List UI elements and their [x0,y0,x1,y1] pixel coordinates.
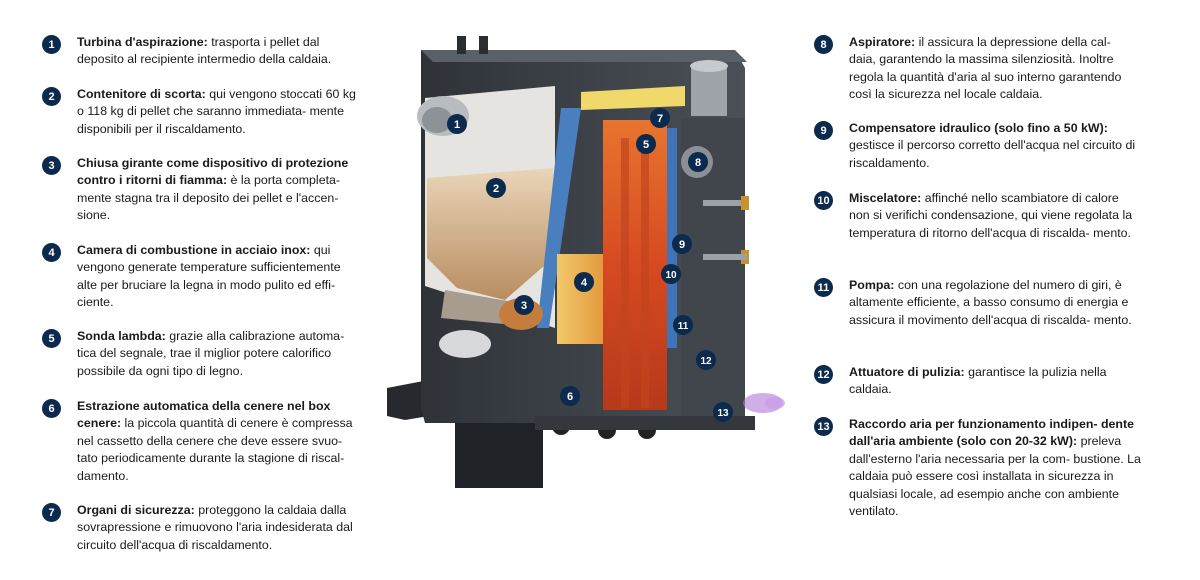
callout-9: 9 [672,234,692,254]
ignition-motor [439,330,491,358]
boiler-cutaway-illustration: 1 2 3 4 5 6 7 8 9 10 11 12 13 [387,36,785,488]
legend-number: 9 [814,121,833,140]
exhaust-pipe [691,66,727,116]
legend-title: Chiusa girante come dispositivo di prote… [77,156,349,188]
legend-number: 6 [42,399,61,418]
legend-title: Attuatore di pulizia: [849,365,965,379]
legend-title: Organi di sicurezza: [77,503,195,517]
suction-turbine-face [422,107,452,133]
callout-7: 7 [650,108,670,128]
svg-text:6: 6 [567,391,573,403]
svg-text:11: 11 [678,321,689,332]
svg-text:13: 13 [717,408,729,419]
legend-item: 1 Turbina d'aspirazione: trasporta i pel… [42,34,361,69]
chimney-stub [479,36,488,54]
svg-text:12: 12 [700,356,712,367]
heat-exchanger-pipe [641,138,649,408]
legend-item: 2 Contenitore di scorta: qui vengono sto… [42,86,361,138]
legend-item: 12 Attuatore di pulizia: garantisce la p… [814,364,1141,399]
svg-text:2: 2 [493,183,499,195]
legend-text: affinché nello scambiatore di calore non… [849,191,1133,240]
exchanger-blue-wall [667,128,677,348]
svg-text:1: 1 [454,119,460,131]
legend-item: 9 Compensatore idraulico (solo fino a 50… [814,120,1141,172]
callout-11: 11 [673,315,693,335]
legend-item: 5 Sonda lambda: grazie alla calibrazione… [42,328,361,380]
callout-10: 10 [661,264,681,284]
legend-item: 11 Pompa: con una regolazione del numero… [814,277,1141,329]
callout-4: 4 [574,272,594,292]
legend-number: 3 [42,156,61,175]
legend-text: è la porta completa- mente stagna tra il… [77,173,341,223]
legend-title: Pompa: [849,278,895,292]
legend-text: il assicura la depressione della cal- da… [849,35,1122,102]
callout-3: 3 [514,295,534,315]
legend-text: garantisce la pulizia nella caldaia. [849,365,1107,397]
legend-number: 10 [814,191,833,210]
legend-text: la piccola quantità di cenere è compress… [77,416,353,483]
legend-title: Camera di combustione in acciaio inox: [77,243,311,257]
legend-text: proteggono la caldaia dalla sovrapressio… [77,503,353,552]
combustion-chamber [557,254,603,344]
legend-item: 10 Miscelatore: affinché nello scambiato… [814,190,1141,242]
legend-title: Raccordo aria per funzionamento indipen-… [849,417,1135,449]
legend-number: 5 [42,329,61,348]
callout-2: 2 [486,178,506,198]
air-inlet-glow [765,397,785,409]
legend-number: 1 [42,35,61,54]
heat-exchanger-pipe [621,138,629,408]
legend-number: 2 [42,87,61,106]
exhaust-pipe-top [690,60,728,72]
callout-6: 6 [560,386,580,406]
legend-item: 6 Estrazione automatica della cenere nel… [42,398,361,485]
legend-title: Aspiratore: [849,35,916,49]
bottom-frame [535,416,755,430]
legend-title: Compensatore idraulico (solo fino a 50 k… [849,121,1108,135]
legend-text: trasporta i pellet dal deposito al recip… [77,35,332,67]
svg-text:5: 5 [643,139,649,151]
legend-title: Sonda lambda: [77,329,166,343]
legend-item: 8 Aspiratore: il assicura la depressione… [814,34,1141,104]
legend-number: 7 [42,503,61,522]
flow-pipe [703,254,747,260]
return-pipe [703,200,747,206]
pellet-store [427,168,553,300]
legend-item: 7 Organi di sicurezza: proteggono la cal… [42,502,361,554]
legend-text: qui vengono stoccati 60 kg o 118 kg di p… [77,87,356,136]
legend-number: 11 [814,278,833,297]
legend-text: preleva dall'esterno l'aria necessaria p… [849,434,1141,519]
callout-8: 8 [688,152,708,172]
legend-text: con una regolazione del numero di giri, … [849,278,1132,327]
legend-title: Turbina d'aspirazione: [77,35,208,49]
legend-item: 4 Camera di combustione in acciaio inox:… [42,242,361,312]
svg-text:10: 10 [665,270,677,281]
svg-text:8: 8 [695,157,701,169]
chimney-stub [457,36,466,54]
legend-title: Contenitore di scorta: [77,87,206,101]
callout-1: 1 [447,114,467,134]
legend-title: Miscelatore: [849,191,922,205]
pipe-fitting [741,196,749,210]
callout-13: 13 [713,402,733,422]
callout-12: 12 [696,350,716,370]
legend-number: 8 [814,35,833,54]
svg-text:7: 7 [657,113,663,125]
heat-exchanger [603,120,667,410]
legend-number: 12 [814,365,833,384]
casing-top [421,50,747,62]
legend-text: grazie alla calibrazione automa- tica de… [77,329,345,378]
svg-text:9: 9 [679,239,685,251]
legend-text: gestisce il percorso corretto dell'acqua… [849,138,1136,170]
svg-text:3: 3 [521,300,527,312]
legend-number: 13 [814,417,833,436]
legend-number: 4 [42,243,61,262]
legend-title: Estrazione automatica della cenere nel b… [77,399,331,431]
legend-text: qui vengono generate temperature suffici… [77,243,341,310]
insulation-top [581,86,685,110]
svg-text:4: 4 [581,277,588,289]
callout-5: 5 [636,134,656,154]
legend-item: 3 Chiusa girante come dispositivo di pro… [42,155,361,225]
legend-item: 13 Raccordo aria per funzionamento indip… [814,416,1141,520]
insulation-plate [537,108,581,328]
